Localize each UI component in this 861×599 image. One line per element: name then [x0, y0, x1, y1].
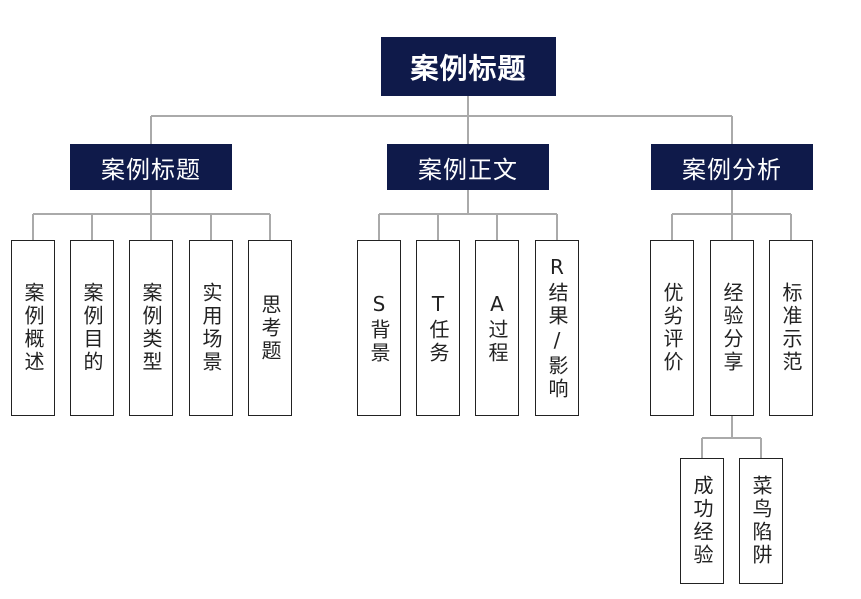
- leaf-box-scenario: 实用场景: [189, 240, 233, 416]
- leaf-box-action: A过程: [475, 240, 519, 416]
- leaf-box-situation: S背景: [357, 240, 401, 416]
- leaf-label: T任务: [426, 291, 450, 365]
- leaf-box-purpose: 案例目的: [70, 240, 114, 416]
- leaf-box-evaluation: 优劣评价: [650, 240, 694, 416]
- section-title-case-title: 案例标题: [70, 144, 232, 190]
- leaf-label: 实用场景: [199, 282, 223, 374]
- root-title: 案例标题: [381, 37, 556, 96]
- leaf-box-pitfalls: 菜鸟陷阱: [739, 458, 783, 584]
- leaf-label: 思考题: [258, 293, 282, 363]
- leaf-label: 优劣评价: [660, 282, 684, 374]
- leaf-label: 标准示范: [779, 282, 803, 374]
- leaf-box-standard: 标准示范: [769, 240, 813, 416]
- leaf-box-questions: 思考题: [248, 240, 292, 416]
- section-title-case-body: 案例正文: [387, 144, 549, 190]
- leaf-box-success: 成功经验: [680, 458, 724, 584]
- leaf-label: S背景: [367, 291, 391, 365]
- leaf-box-task: T任务: [416, 240, 460, 416]
- leaf-label: 案例概述: [21, 282, 45, 374]
- leaf-box-type: 案例类型: [129, 240, 173, 416]
- leaf-box-experience: 经验分享: [710, 240, 754, 416]
- leaf-label: 经验分享: [720, 282, 744, 374]
- leaf-box-overview: 案例概述: [11, 240, 55, 416]
- leaf-label: 案例类型: [139, 282, 163, 374]
- section-title-case-analysis: 案例分析: [651, 144, 813, 190]
- leaf-label: A过程: [485, 291, 509, 365]
- leaf-label: 案例目的: [80, 282, 104, 374]
- leaf-box-result: R结果/影响: [535, 240, 579, 416]
- leaf-label: 菜鸟陷阱: [749, 475, 773, 567]
- leaf-label: 成功经验: [690, 475, 714, 567]
- leaf-label: R结果/影响: [545, 255, 569, 401]
